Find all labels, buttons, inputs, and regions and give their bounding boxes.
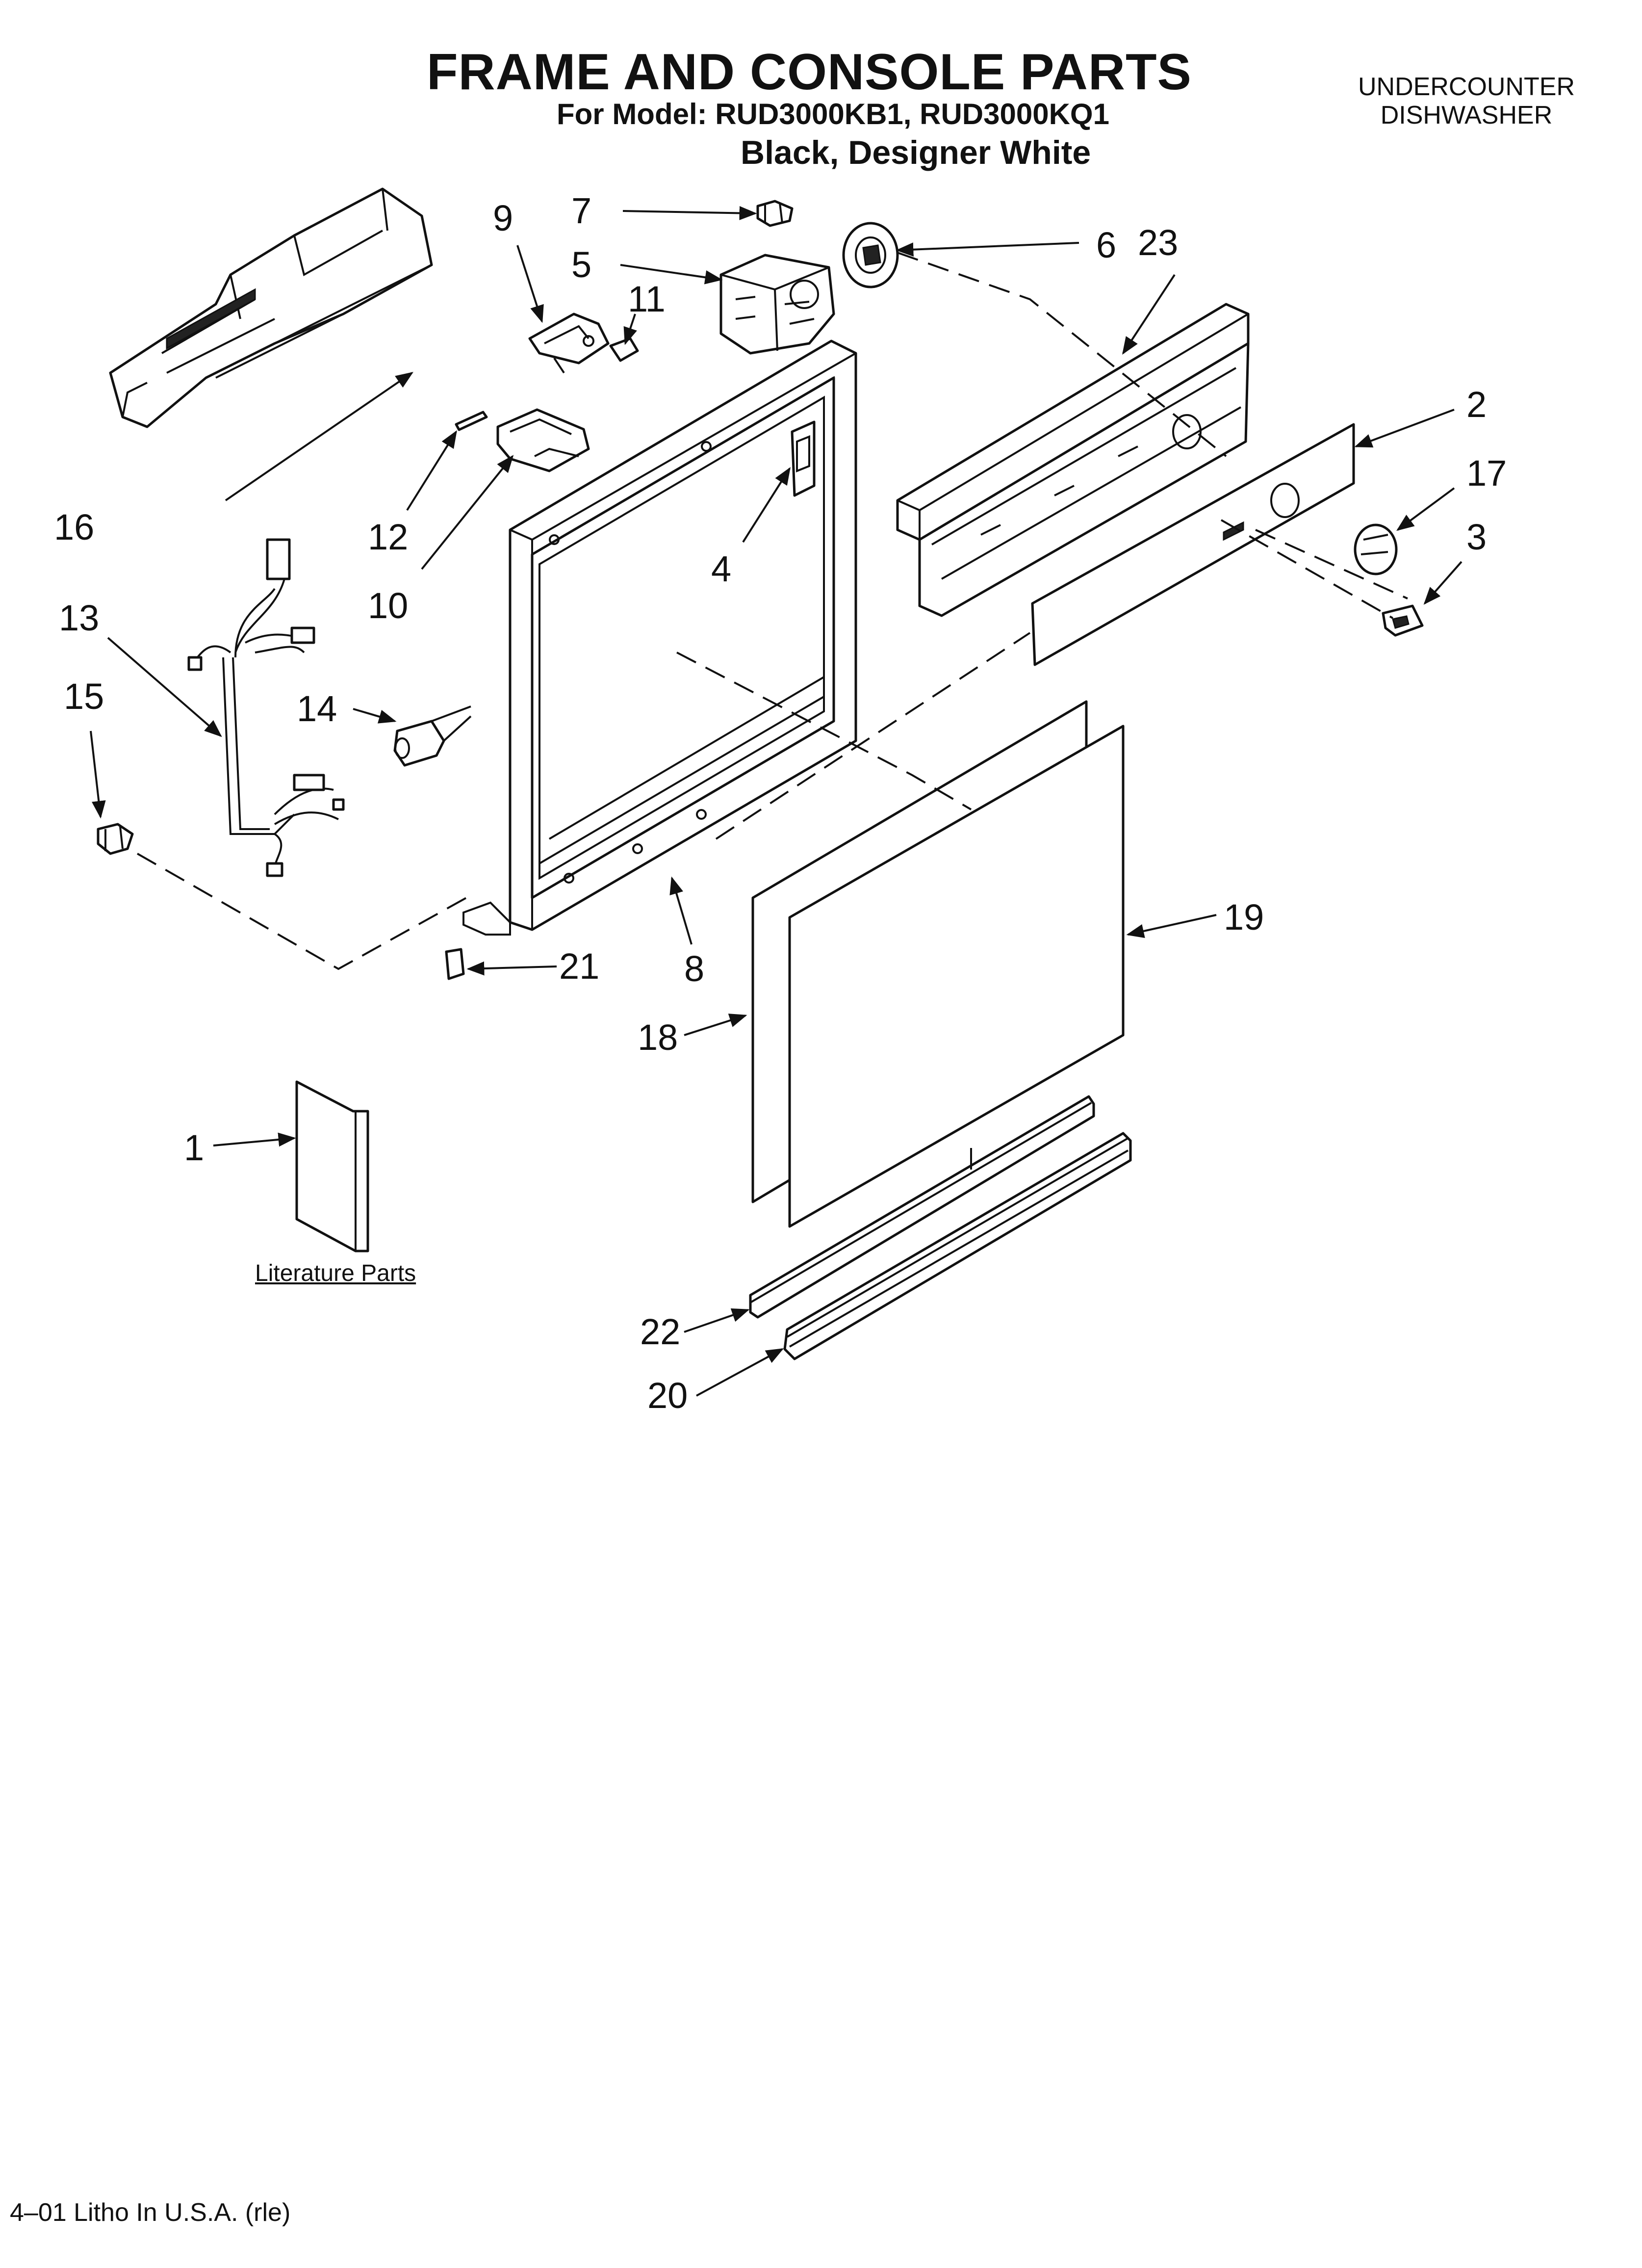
product-type-line2: DISHWASHER (1380, 101, 1553, 130)
part-21-clip (445, 948, 465, 980)
part-23-console-panel (896, 303, 1250, 617)
part-12-strip (455, 411, 488, 431)
part-2-control-overlay (1031, 423, 1355, 666)
part-15-screw (97, 823, 134, 855)
callout-20: 20 (647, 1375, 688, 1416)
callout-3: 3 (1466, 517, 1487, 557)
callout-22: 22 (640, 1311, 680, 1352)
callout-14: 14 (297, 688, 337, 729)
callout-11: 11 (628, 279, 666, 319)
part-20-bottom-trim (783, 1132, 1132, 1360)
part-3-button (1382, 604, 1424, 637)
callout-1: 1 (184, 1127, 204, 1168)
leader-lines (90, 206, 1462, 1397)
callout-12: 12 (368, 517, 408, 557)
page-title: FRAME AND CONSOLE PARTS (427, 44, 1192, 101)
callout-10: 10 (368, 585, 408, 626)
callout-6: 6 (1096, 225, 1116, 265)
part-19-door-panel (788, 725, 1125, 1228)
callout-5: 5 (571, 244, 591, 285)
callout-2: 2 (1466, 384, 1487, 425)
product-type: UNDERCOUNTER DISHWASHER (1344, 73, 1589, 130)
callout-23: 23 (1138, 222, 1178, 263)
callout-18: 18 (638, 1017, 678, 1058)
part-8-door-frame (462, 339, 857, 936)
literature-parts-caption: Literature Parts (255, 1260, 416, 1286)
callout-7: 7 (571, 190, 591, 231)
part-16-vent-housing (109, 187, 433, 428)
part-7-screw (756, 200, 794, 227)
part-13-wiring-harness (187, 538, 345, 877)
part-4-latch (791, 420, 816, 497)
part-10-switch-housing (496, 408, 590, 472)
assembly-lines (137, 252, 1408, 1177)
callout-19: 19 (1224, 897, 1264, 938)
product-type-line1: UNDERCOUNTER (1358, 73, 1575, 101)
print-footer: 4–01 Litho In U.S.A. (rle) (10, 2198, 291, 2227)
part-5-timer (719, 254, 835, 355)
callout-labels: 1 2 3 4 5 6 7 8 9 10 11 12 13 14 15 16 1… (54, 190, 1507, 1416)
part-14-connector (393, 705, 472, 767)
callout-8: 8 (684, 948, 704, 989)
callout-13: 13 (59, 598, 99, 638)
part-9-switch-bracket (528, 313, 610, 374)
model-line: For Model: RUD3000KB1, RUD3000KQ1 (557, 98, 1109, 130)
callout-15: 15 (64, 676, 104, 717)
callout-16: 16 (54, 507, 94, 547)
part-17-knob (1354, 523, 1398, 575)
callout-9: 9 (493, 198, 513, 238)
color-line: Black, Designer White (741, 134, 1091, 171)
part-22-trim-strip (749, 1095, 1095, 1319)
part-6-timer-dial (842, 222, 899, 288)
callout-4: 4 (711, 548, 731, 589)
callout-17: 17 (1466, 453, 1507, 494)
part-11-switch (609, 337, 639, 362)
callout-21: 21 (559, 946, 599, 987)
part-1-literature-booklet (295, 1080, 369, 1252)
